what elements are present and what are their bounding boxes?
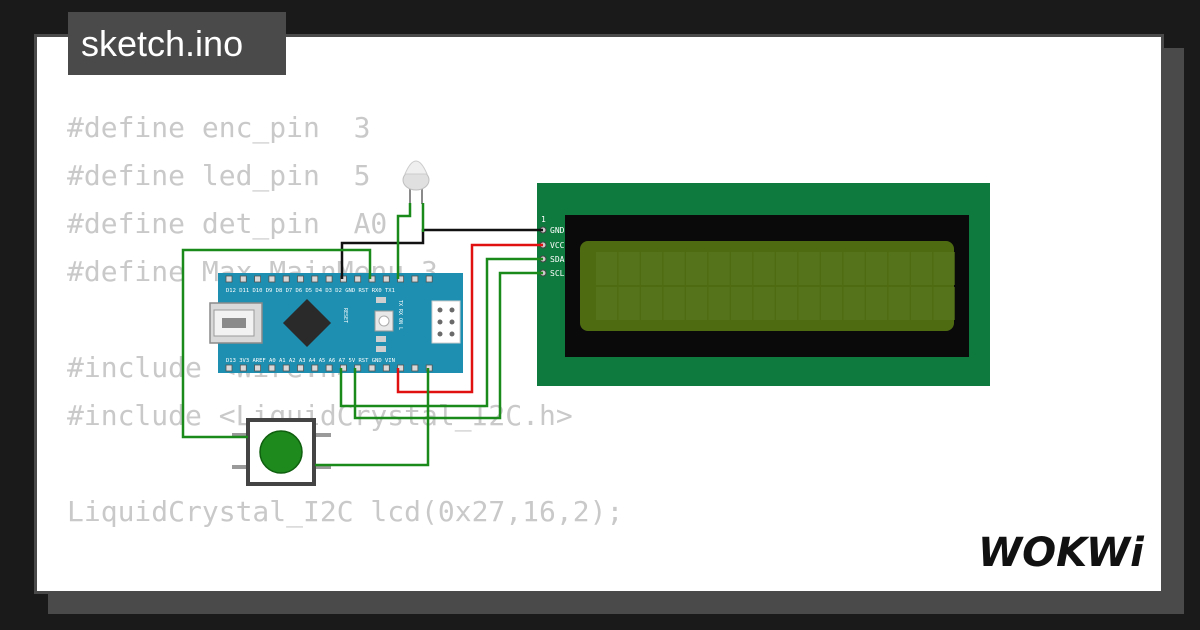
lcd-pin-1-label: 1 bbox=[541, 215, 546, 224]
arduino-pin[interactable] bbox=[411, 364, 419, 372]
wire-led-anode bbox=[396, 203, 412, 279]
lcd-cell bbox=[618, 252, 640, 285]
wires bbox=[181, 203, 543, 467]
arduino-pin[interactable] bbox=[297, 364, 304, 372]
arduino-nano[interactable]: D12 D11 D10 D9 D8 D7 D6 D5 D4 D3 D2 GND … bbox=[209, 273, 463, 373]
code-line: #define enc_pin 3 bbox=[67, 111, 371, 144]
code-line: #define led_pin 5 bbox=[67, 159, 371, 192]
lcd-character-grid bbox=[596, 252, 955, 320]
wire-gnd bbox=[340, 228, 543, 279]
arduino-pin[interactable] bbox=[297, 275, 304, 283]
arduino-pin-rows bbox=[225, 275, 433, 372]
lcd-cell bbox=[798, 287, 820, 320]
arduino-pin[interactable] bbox=[382, 275, 390, 283]
arduino-pin[interactable] bbox=[254, 275, 262, 283]
led-component[interactable] bbox=[402, 160, 430, 204]
led-labels: TX RX ON L bbox=[397, 300, 403, 330]
arduino-pin[interactable] bbox=[411, 275, 419, 283]
lcd-cell bbox=[641, 287, 663, 320]
lcd-pin-label: VCC bbox=[550, 241, 565, 250]
push-button[interactable] bbox=[232, 418, 331, 486]
usb-connector-icon bbox=[209, 302, 263, 344]
lcd-module[interactable]: 1 GND VCC SDA SCL bbox=[537, 183, 990, 386]
arduino-pin[interactable] bbox=[325, 364, 333, 372]
lcd-cell bbox=[596, 287, 618, 320]
lcd-cell bbox=[641, 252, 663, 285]
button-cap-icon bbox=[259, 430, 303, 474]
arduino-bottom-header-label: D13 3V3 AREF A0 A1 A2 A3 A4 A5 A6 A7 5V … bbox=[226, 358, 395, 364]
lcd-cell bbox=[866, 287, 888, 320]
lcd-cell bbox=[821, 287, 843, 320]
arduino-pin[interactable] bbox=[282, 275, 290, 283]
lcd-cell bbox=[663, 287, 685, 320]
wire-scl bbox=[353, 271, 543, 420]
arduino-pin[interactable] bbox=[225, 275, 233, 283]
lcd-cell bbox=[888, 252, 910, 285]
wire-vcc bbox=[396, 243, 543, 394]
reset-button[interactable] bbox=[374, 310, 394, 332]
arduino-pin[interactable] bbox=[239, 275, 247, 283]
microcontroller-chip-icon bbox=[282, 298, 332, 348]
wire-sda bbox=[339, 257, 543, 408]
lcd-cell bbox=[888, 287, 910, 320]
file-title-tab: sketch.ino bbox=[68, 12, 286, 75]
led-bulb-icon bbox=[404, 160, 428, 175]
onboard-leds-icon bbox=[376, 297, 386, 352]
lcd-cell bbox=[798, 252, 820, 285]
arduino-pin[interactable] bbox=[268, 275, 276, 283]
code-line: #define det_pin A0 bbox=[67, 207, 388, 240]
lcd-cell bbox=[731, 252, 753, 285]
arduino-pin[interactable] bbox=[282, 364, 290, 372]
lcd-pin-label: SDA bbox=[550, 255, 565, 264]
wire-button-signal bbox=[181, 248, 372, 439]
lcd-cell bbox=[843, 287, 865, 320]
lcd-cell bbox=[911, 252, 933, 285]
lcd-cell bbox=[663, 252, 685, 285]
lcd-cell bbox=[686, 252, 708, 285]
lcd-cell bbox=[933, 287, 955, 320]
arduino-pin[interactable] bbox=[368, 364, 376, 372]
wokwi-logo: WOKWi bbox=[978, 530, 1145, 576]
lcd-cell bbox=[731, 287, 753, 320]
arduino-pin[interactable] bbox=[325, 275, 333, 283]
arduino-pin[interactable] bbox=[268, 364, 276, 372]
arduino-pin[interactable] bbox=[354, 275, 362, 283]
lcd-cell bbox=[708, 252, 730, 285]
lcd-cell bbox=[911, 287, 933, 320]
lcd-pin-label: SCL bbox=[550, 269, 565, 278]
arduino-pin[interactable] bbox=[311, 364, 319, 372]
wokwi-logo-text: WOKWi bbox=[978, 530, 1145, 576]
lcd-cell bbox=[776, 252, 798, 285]
lcd-cell bbox=[843, 252, 865, 285]
arduino-top-header-label: D12 D11 D10 D9 D8 D7 D6 D5 D4 D3 D2 GND … bbox=[226, 288, 395, 294]
arduino-pin[interactable] bbox=[254, 364, 262, 372]
lcd-cell bbox=[753, 287, 775, 320]
arduino-pin[interactable] bbox=[311, 275, 319, 283]
arduino-pin[interactable] bbox=[239, 364, 247, 372]
lcd-cell bbox=[708, 287, 730, 320]
lcd-pin-label: GND bbox=[550, 226, 565, 235]
lcd-cell bbox=[596, 252, 618, 285]
arduino-pin[interactable] bbox=[382, 364, 390, 372]
lcd-cell bbox=[821, 252, 843, 285]
lcd-cell bbox=[933, 252, 955, 285]
arduino-pin[interactable] bbox=[339, 275, 347, 283]
lcd-cell bbox=[866, 252, 888, 285]
code-line: LiquidCrystal_I2C lcd(0x27,16,2); bbox=[67, 495, 624, 528]
lcd-cell bbox=[618, 287, 640, 320]
arduino-pin[interactable] bbox=[225, 364, 233, 372]
arduino-pin[interactable] bbox=[425, 275, 433, 283]
reset-label: RESET bbox=[342, 308, 348, 323]
icsp-header-icon bbox=[431, 300, 461, 344]
lcd-cell bbox=[686, 287, 708, 320]
lcd-cell bbox=[776, 287, 798, 320]
lcd-cell bbox=[753, 252, 775, 285]
wire-button-ground bbox=[315, 368, 430, 467]
